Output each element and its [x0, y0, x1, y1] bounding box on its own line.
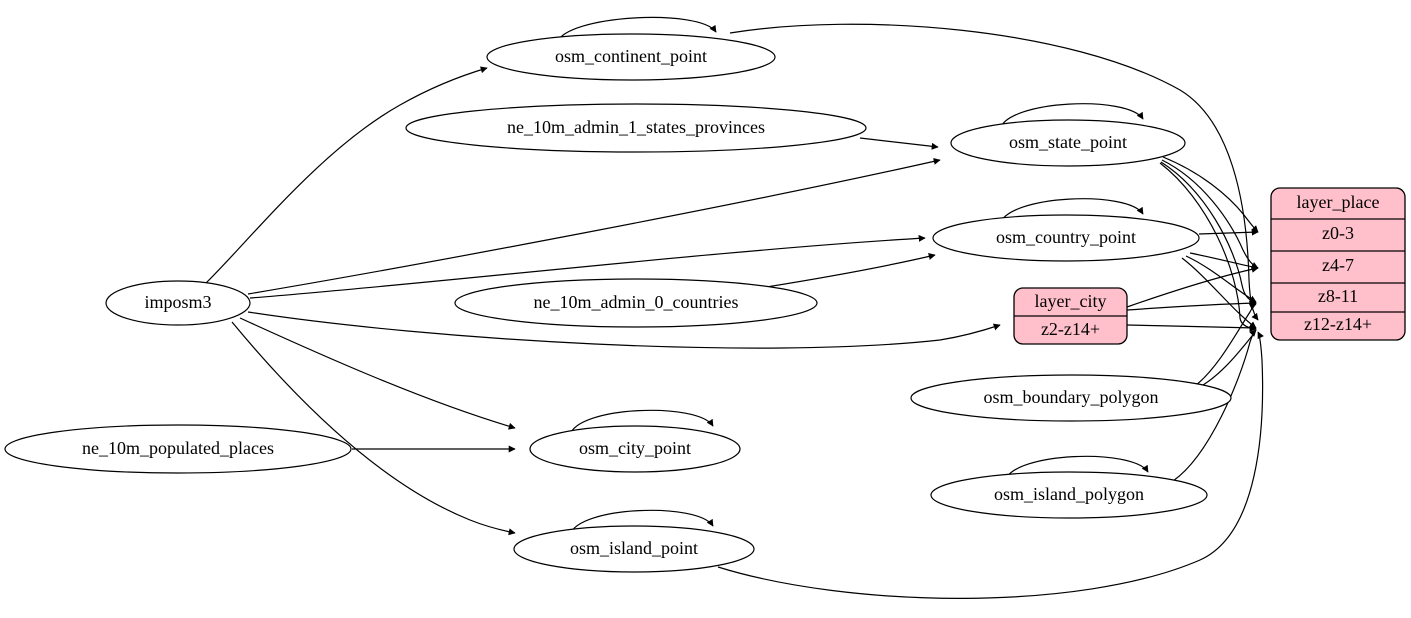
edge-imposm3-to-osm_island_point: [231, 321, 516, 536]
edge-osm_country_point-self-loop: [999, 198, 1144, 225]
edge-osm_state_point-to-layer_place-z8-11: [1160, 161, 1257, 305]
edge-osm_state_point-to-layer_place-z12: [1159, 162, 1257, 332]
record-row-layer_place-title: layer_place: [1297, 192, 1380, 212]
node-ne_10m_admin_1_states_provinces[interactable]: ne_10m_admin_1_states_provinces: [405, 103, 867, 153]
node-label-imposm3: imposm3: [144, 292, 211, 312]
edge-layer_city-to-layer_place-z4-7: [1126, 265, 1259, 308]
node-osm_city_point[interactable]: osm_city_point: [529, 425, 741, 473]
edge-imposm3-to-osm_state_point: [247, 157, 941, 295]
node-osm_country_point[interactable]: osm_country_point: [932, 214, 1200, 262]
node-label-ne_10m_populated_places: ne_10m_populated_places: [82, 438, 274, 458]
edge-osm_island_polygon-to-layer_place-z12: [1172, 329, 1257, 482]
node-osm_island_polygon[interactable]: osm_island_polygon: [930, 471, 1208, 519]
node-label-osm_island_polygon: osm_island_polygon: [994, 484, 1144, 504]
record-row-layer_place-z12-z14: z12-z14+: [1304, 314, 1372, 334]
node-osm_island_point[interactable]: osm_island_point: [513, 525, 755, 573]
record-node-layer_city[interactable]: layer_city z2-z14+: [1013, 287, 1128, 345]
edge-osm_country_point-to-layer_place-z12: [1181, 257, 1257, 329]
edge-imposm3-to-layer_city: [247, 311, 1001, 349]
node-label-ne_10m_admin_0_countries: ne_10m_admin_0_countries: [534, 292, 739, 312]
record-row-layer_place-z0-3: z0-3: [1322, 223, 1354, 243]
edge-imposm3-to-osm_country_point: [249, 234, 926, 299]
edge-ne_10m_admin_1_states_provinces-to-osm_state_point: [859, 137, 939, 150]
record-row-layer_city-title: layer_city: [1035, 291, 1107, 311]
node-label-ne_10m_admin_1_states_provinces: ne_10m_admin_1_states_provinces: [507, 117, 765, 137]
node-label-osm_island_point: osm_island_point: [570, 538, 698, 558]
edge-osm_boundary_polygon-to-layer_place-z8-11: [1195, 303, 1257, 386]
node-ne_10m_populated_places[interactable]: ne_10m_populated_places: [4, 424, 352, 474]
node-label-osm_continent_point: osm_continent_point: [555, 46, 707, 66]
edge-osm_state_point-to-layer_place-z0-3: [1162, 156, 1259, 233]
node-imposm3[interactable]: imposm3: [105, 280, 251, 326]
node-osm_continent_point[interactable]: osm_continent_point: [486, 33, 776, 81]
edge-imposm3-to-osm_city_point: [239, 317, 516, 430]
node-label-osm_country_point: osm_country_point: [996, 227, 1136, 247]
edge-osm_island_point-to-layer_place-z12: [717, 331, 1264, 599]
node-layer: imposm3 ne_10m_admin_1_states_provinces …: [4, 33, 1232, 573]
edge-osm_continent_point-self-loop: [556, 16, 717, 44]
record-node-layer_place[interactable]: layer_place z0-3 z4-7 z8-11 z12-z14+: [1270, 187, 1406, 341]
edge-osm_city_point-self-loop: [569, 409, 714, 436]
node-label-osm_boundary_polygon: osm_boundary_polygon: [984, 387, 1159, 407]
edge-imposm3-to-osm_continent_point: [204, 66, 488, 285]
edge-layer: [204, 16, 1264, 599]
edge-osm_state_point-self-loop: [999, 103, 1144, 130]
node-label-osm_city_point: osm_city_point: [579, 438, 691, 458]
edge-osm_island_polygon-self-loop: [1004, 455, 1149, 482]
record-row-layer_place-z8-11: z8-11: [1318, 286, 1358, 306]
node-osm_state_point[interactable]: osm_state_point: [950, 119, 1186, 167]
edge-layer_city-to-layer_place-z8-11: [1126, 299, 1257, 311]
record-row-layer_city-z2-z14: z2-z14+: [1041, 319, 1100, 339]
edge-osm_country_point-to-layer_place-z0-3: [1198, 228, 1259, 236]
edge-osm_boundary_polygon-to-layer_place-z12: [1197, 329, 1257, 389]
record-node-layer: layer_city z2-z14+ layer_place z0-3 z4-7…: [1013, 187, 1406, 345]
edge-osm_continent_point-to-layer_place: [729, 23, 1259, 321]
edge-osm_island_point-self-loop: [569, 509, 714, 536]
edge-osm_country_point-to-layer_place-z8-11: [1185, 255, 1257, 303]
node-osm_boundary_polygon[interactable]: osm_boundary_polygon: [910, 374, 1232, 422]
edge-layer_city-to-layer_place-z12: [1126, 324, 1257, 332]
node-ne_10m_admin_0_countries[interactable]: ne_10m_admin_0_countries: [454, 278, 818, 328]
edge-ne_10m_admin_0_countries-to-osm_country_point: [759, 253, 936, 289]
node-label-osm_state_point: osm_state_point: [1009, 132, 1127, 152]
record-row-layer_place-z4-7: z4-7: [1322, 255, 1354, 275]
